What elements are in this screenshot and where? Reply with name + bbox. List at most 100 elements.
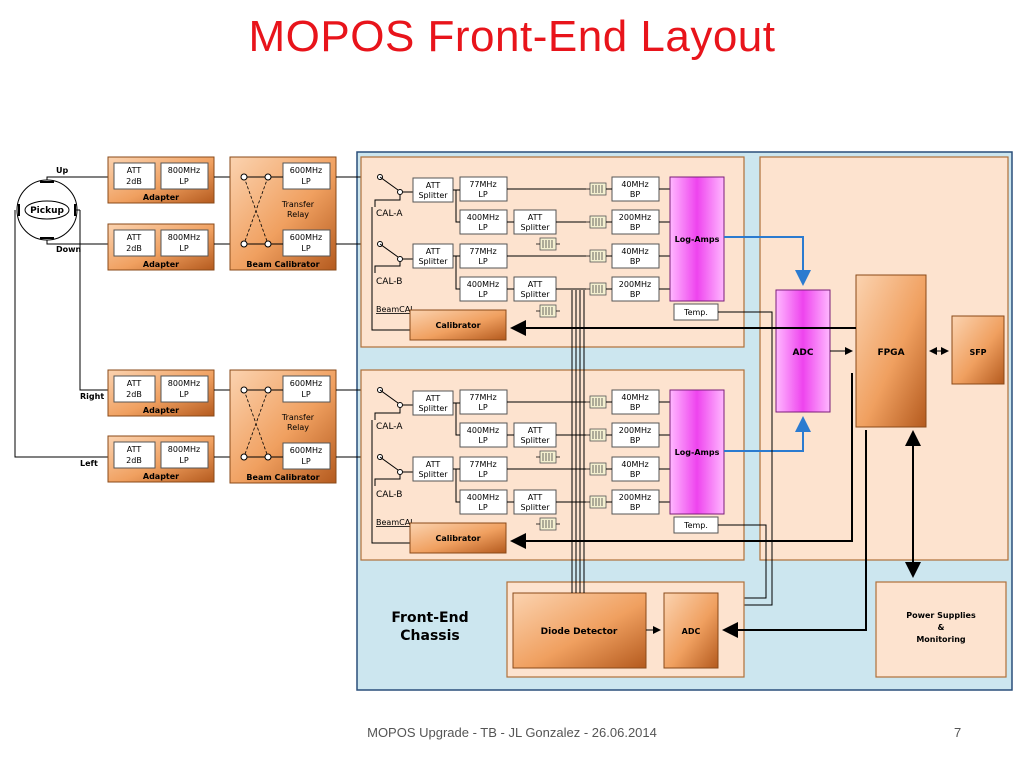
svg-text:Monitoring: Monitoring: [916, 635, 966, 644]
svg-text:800MHz: 800MHz: [168, 379, 200, 388]
svg-text:Splitter: Splitter: [520, 290, 550, 299]
svg-text:ATT: ATT: [426, 247, 441, 256]
chassis-label-1: Front-End: [391, 610, 468, 626]
svg-text:200MHz: 200MHz: [619, 280, 651, 289]
slide-title: MOPOS Front-End Layout: [248, 12, 776, 61]
adapter-down: ATT 2dB 800MHz LP Adapter: [107, 223, 215, 271]
svg-text:Splitter: Splitter: [520, 436, 550, 445]
svg-text:40MHz: 40MHz: [621, 460, 648, 469]
svg-text:ATT: ATT: [426, 394, 441, 403]
svg-text:SFP: SFP: [969, 348, 986, 357]
svg-text:Relay: Relay: [287, 423, 309, 432]
svg-text:600MHz: 600MHz: [290, 166, 322, 175]
svg-text:600MHz: 600MHz: [290, 446, 322, 455]
svg-text:LP: LP: [179, 177, 188, 186]
svg-text:LP: LP: [179, 456, 188, 465]
left-label: Left: [80, 459, 98, 468]
svg-text:Relay: Relay: [287, 210, 309, 219]
analog-board-top: CAL-A CAL-B BeamCAL ATT Splitter ATT Spl…: [360, 156, 745, 348]
svg-text:400MHz: 400MHz: [467, 426, 499, 435]
svg-text:CAL-A: CAL-A: [376, 209, 403, 219]
pickup-label: Pickup: [30, 206, 64, 216]
sfp: SFP: [951, 315, 1005, 385]
svg-text:Splitter: Splitter: [418, 257, 448, 266]
svg-text:2dB: 2dB: [126, 390, 142, 399]
svg-text:400MHz: 400MHz: [467, 280, 499, 289]
pickup: Pickup: [16, 179, 78, 241]
svg-text:BP: BP: [630, 290, 640, 299]
svg-text:800MHz: 800MHz: [168, 233, 200, 242]
svg-text:LP: LP: [478, 290, 487, 299]
right-label: Right: [80, 392, 104, 401]
svg-text:Log-Amps: Log-Amps: [675, 448, 720, 457]
svg-text:40MHz: 40MHz: [621, 247, 648, 256]
diode-detector-board: Diode Detector ADC: [506, 581, 745, 678]
svg-text:77MHz: 77MHz: [469, 247, 496, 256]
svg-text:77MHz: 77MHz: [469, 393, 496, 402]
diode-detector-label: Diode Detector: [541, 627, 618, 637]
svg-text:LP: LP: [478, 470, 487, 479]
svg-text:Beam Calibrator: Beam Calibrator: [246, 260, 319, 269]
svg-text:BeamCAL: BeamCAL: [376, 305, 415, 314]
svg-text:600MHz: 600MHz: [290, 379, 322, 388]
svg-text:BP: BP: [630, 470, 640, 479]
svg-text:LP: LP: [179, 390, 188, 399]
svg-text:77MHz: 77MHz: [469, 180, 496, 189]
svg-text:2dB: 2dB: [126, 456, 142, 465]
svg-text:800MHz: 800MHz: [168, 166, 200, 175]
beam-calibrator-bottom: 600MHz LP 600MHz LP Transfer Relay Beam …: [229, 369, 337, 484]
svg-text:LP: LP: [301, 390, 310, 399]
svg-text:Calibrator: Calibrator: [435, 534, 480, 543]
svg-text:ATT: ATT: [528, 213, 543, 222]
adapter-up: ATT 2dB 800MHz LP Adapter: [107, 156, 215, 204]
adc-main: ADC: [775, 289, 831, 413]
svg-text:2dB: 2dB: [126, 177, 142, 186]
diode-adc-label: ADC: [682, 627, 701, 636]
svg-text:Adapter: Adapter: [143, 193, 179, 202]
svg-text:Splitter: Splitter: [418, 470, 448, 479]
svg-text:Splitter: Splitter: [418, 191, 448, 200]
svg-text:Calibrator: Calibrator: [435, 321, 480, 330]
power-supplies: Power Supplies & Monitoring: [875, 581, 1007, 678]
svg-text:200MHz: 200MHz: [619, 426, 651, 435]
svg-text:Splitter: Splitter: [418, 404, 448, 413]
svg-text:Beam Calibrator: Beam Calibrator: [246, 473, 319, 482]
fpga: FPGA: [855, 274, 927, 428]
svg-text:LP: LP: [179, 244, 188, 253]
svg-text:200MHz: 200MHz: [619, 213, 651, 222]
svg-text:Splitter: Splitter: [520, 223, 550, 232]
analog-board-bottom: CAL-A CAL-B BeamCAL ATT Splitter ATT Spl…: [360, 369, 745, 561]
svg-text:Log-Amps: Log-Amps: [675, 235, 720, 244]
svg-text:ADC: ADC: [792, 348, 813, 358]
svg-text:BP: BP: [630, 503, 640, 512]
svg-text:Temp.: Temp.: [683, 521, 708, 530]
svg-text:BP: BP: [630, 190, 640, 199]
svg-text:BP: BP: [630, 403, 640, 412]
svg-text:LP: LP: [478, 503, 487, 512]
svg-text:ATT: ATT: [528, 493, 543, 502]
svg-text:LP: LP: [478, 436, 487, 445]
svg-text:Adapter: Adapter: [143, 260, 179, 269]
chassis-label-2: Chassis: [400, 628, 460, 644]
svg-text:200MHz: 200MHz: [619, 493, 651, 502]
svg-text:CAL-A: CAL-A: [376, 422, 403, 432]
svg-text:BeamCAL: BeamCAL: [376, 518, 415, 527]
svg-text:LP: LP: [301, 457, 310, 466]
svg-text:BP: BP: [630, 257, 640, 266]
svg-text:ATT: ATT: [127, 445, 142, 454]
svg-text:ATT: ATT: [127, 166, 142, 175]
svg-text:800MHz: 800MHz: [168, 445, 200, 454]
svg-text:ATT: ATT: [127, 379, 142, 388]
svg-text:LP: LP: [478, 403, 487, 412]
footer: MOPOS Upgrade - TB - JL Gonzalez - 26.06…: [367, 725, 657, 740]
svg-text:40MHz: 40MHz: [621, 180, 648, 189]
svg-text:Splitter: Splitter: [520, 503, 550, 512]
svg-text:ATT: ATT: [528, 426, 543, 435]
svg-text:LP: LP: [478, 223, 487, 232]
svg-text:BP: BP: [630, 223, 640, 232]
svg-text:ATT: ATT: [426, 181, 441, 190]
page-number: 7: [954, 725, 962, 740]
svg-text:77MHz: 77MHz: [469, 460, 496, 469]
adapter-left: ATT 2dB 800MHz LP Adapter: [107, 435, 215, 483]
svg-text:Adapter: Adapter: [143, 406, 179, 415]
